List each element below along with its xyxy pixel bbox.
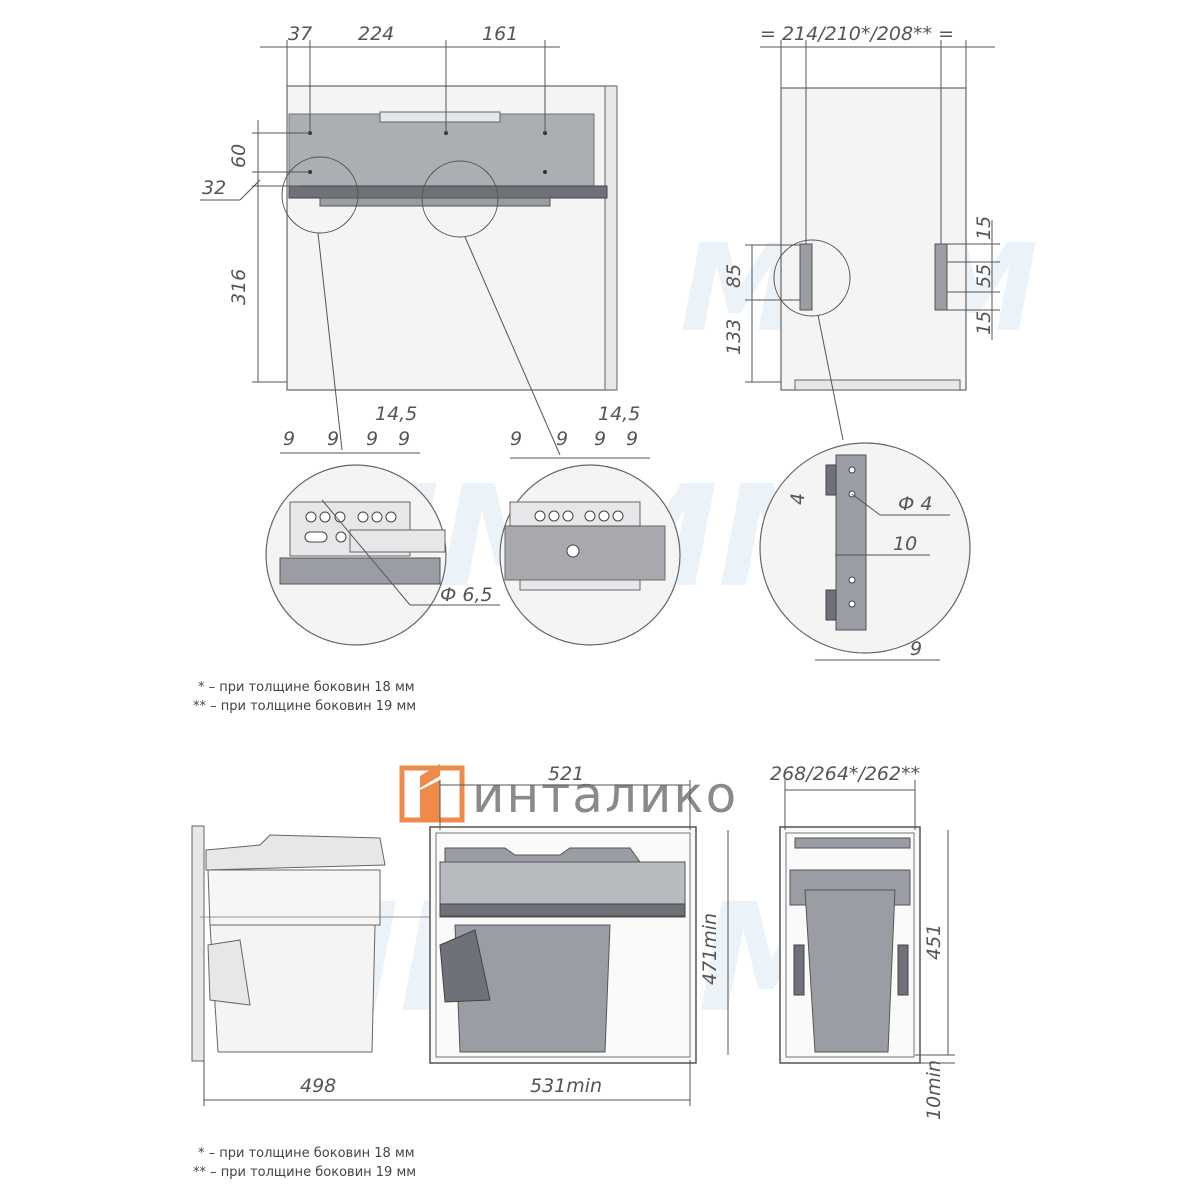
dim-9: 9 [594,428,606,450]
dim-37: 37 [288,23,312,45]
dim-161: 161 [482,23,518,45]
dim-9: 9 [398,428,410,450]
dim-471min: 471min [699,913,721,985]
dim-hole-4: Ф 4 [898,493,932,515]
footnote-18mm: * – при толщине боковин 18 мм [198,680,415,695]
dim-10: 10 [893,533,917,555]
dim-9: 9 [556,428,568,450]
top-side-view: = 214/210*/208** = 85 133 15 55 15 [723,23,1000,441]
dim-85: 85 [723,264,745,288]
dim-hole-6-5: Ф 6,5 [440,584,493,606]
footnote-19mm-bottom: ** – при толщине боковин 19 мм [193,1165,417,1180]
bottom-front-view: 521 471min 531min [429,763,729,1106]
dim-9: 9 [327,428,339,450]
dim-316: 316 [228,269,250,305]
detail-left: Ф 6,5 9 9 9 9 14,5 [265,403,500,646]
dim-531min: 531min [530,1075,602,1097]
dim-10min: 10min [923,1060,945,1120]
dim-9: 9 [283,428,295,450]
dim-side-width: = 214/210*/208** = [760,23,954,45]
dim-15a: 15 [973,216,995,240]
detail-right: Ф 4 4 10 9 [759,442,971,661]
bottom-side-view: 268/264*/262** 451 10min [770,763,955,1120]
top-front-view: 37 224 161 60 32 316 [200,23,618,456]
dim-15b: 15 [973,311,995,335]
dim-55: 55 [973,264,995,288]
dim-521: 521 [548,763,584,785]
footnote-19mm: ** – при толщине боковин 19 мм [193,699,417,714]
dim-60: 60 [228,144,250,168]
dim-451: 451 [923,924,945,960]
footnote-18mm-bottom: * – при толщине боковин 18 мм [198,1146,415,1161]
dim-9: 9 [366,428,378,450]
logo-text: инталико [472,766,738,824]
bottom-extended-view: 498 [191,825,440,1106]
dim-9-right: 9 [910,638,922,660]
dim-4: 4 [787,493,809,505]
brand-logo [399,764,465,823]
dim-14-5: 14,5 [598,403,640,425]
dim-133: 133 [723,319,745,355]
dim-32: 32 [202,177,226,199]
dim-9: 9 [626,428,638,450]
dim-side-268: 268/264*/262** [770,763,920,785]
dim-9: 9 [510,428,522,450]
dim-224: 224 [358,23,394,45]
dim-498: 498 [300,1075,336,1097]
detail-middle: 9 9 9 9 14,5 [499,403,681,646]
dim-14-5: 14,5 [375,403,417,425]
